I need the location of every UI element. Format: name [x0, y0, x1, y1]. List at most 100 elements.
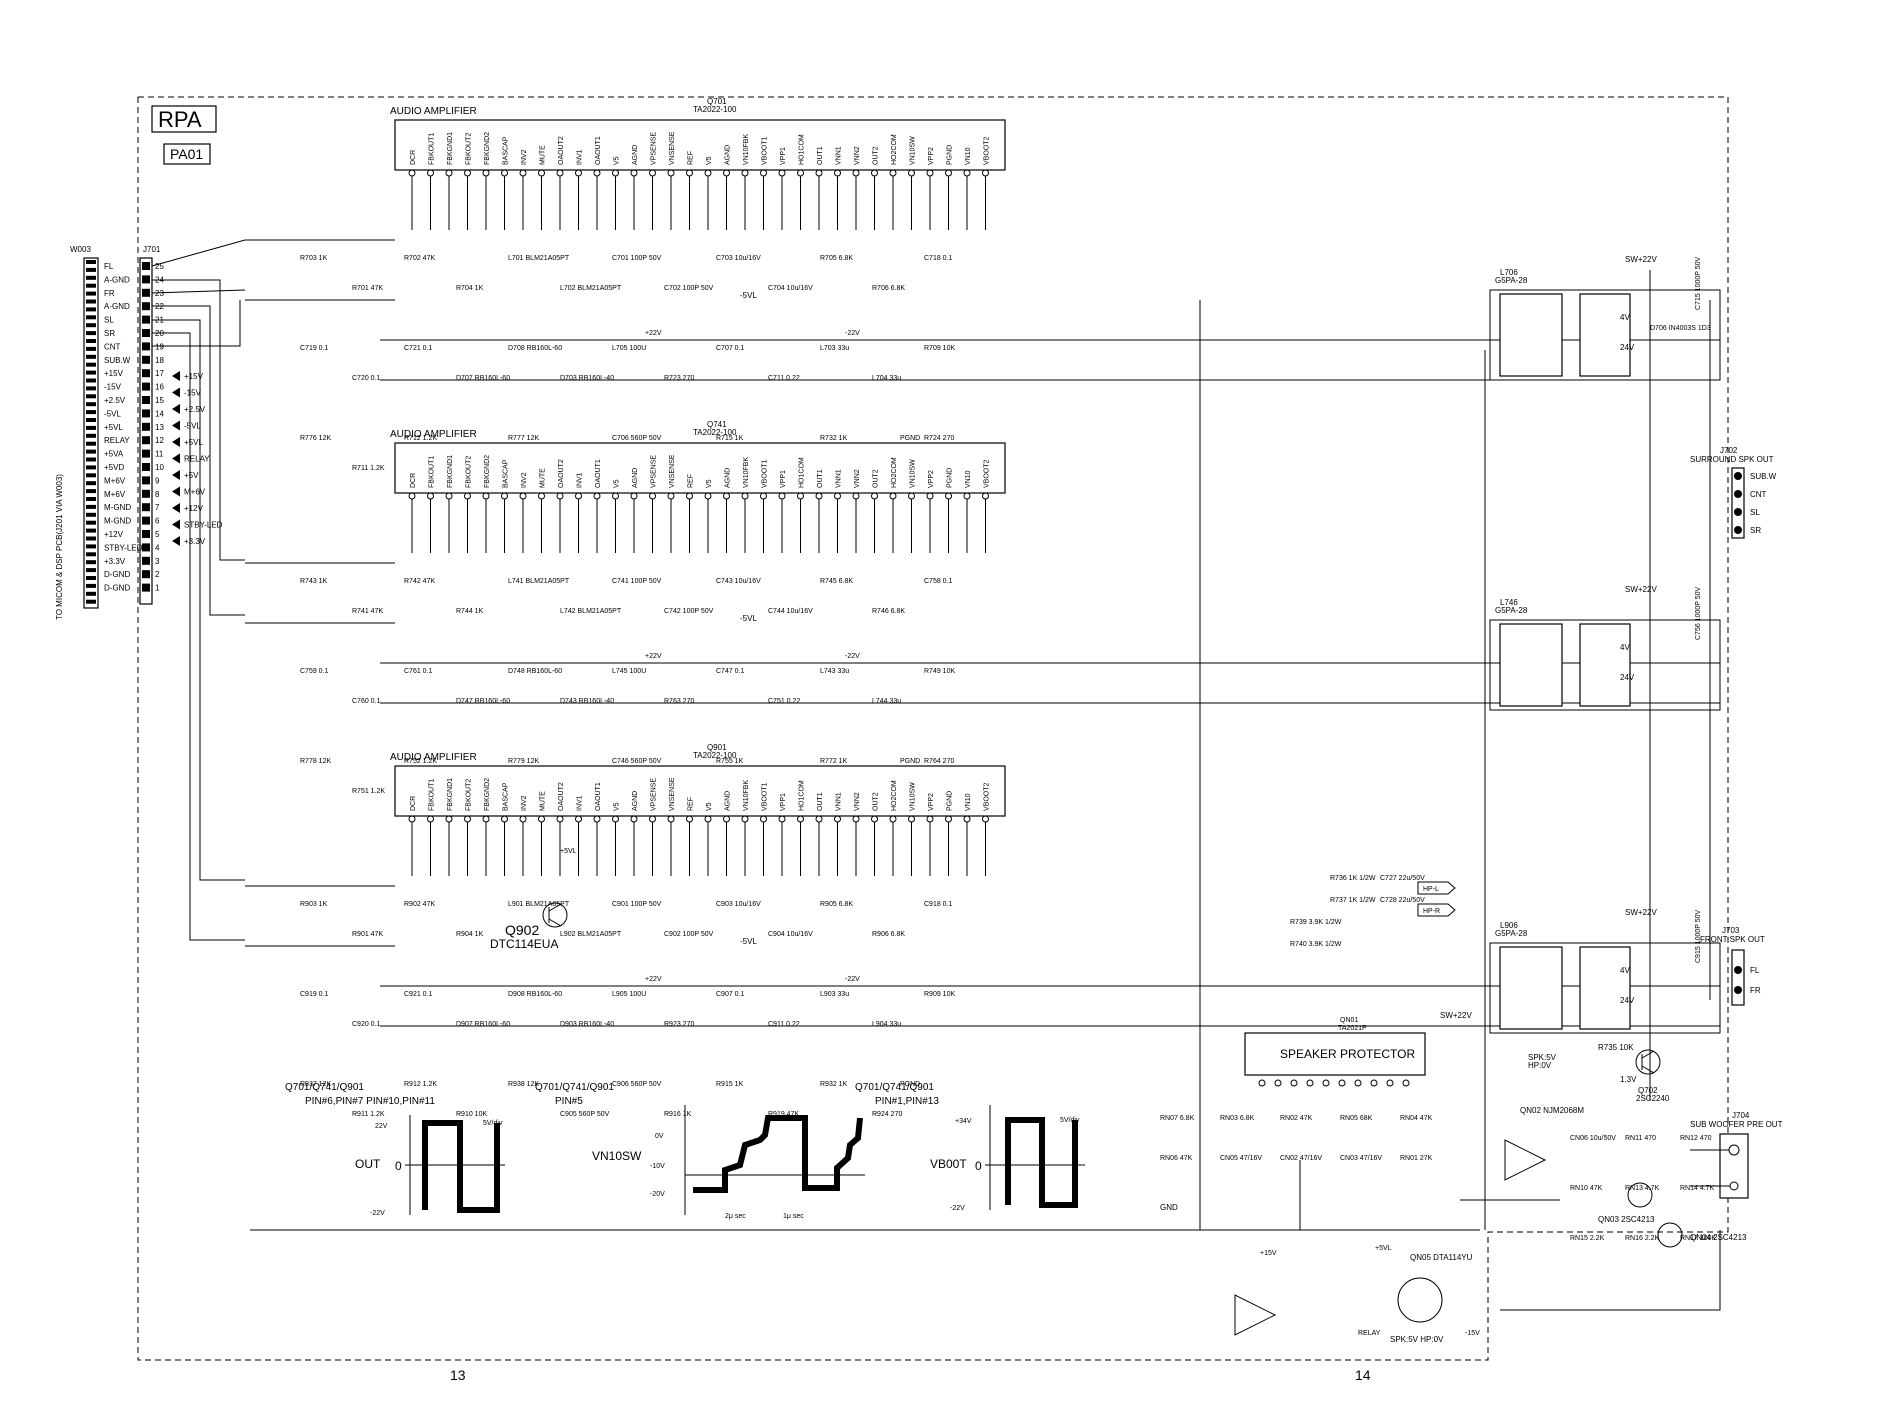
amp-pin-name: V5 [706, 802, 713, 811]
connector-pin [142, 489, 150, 498]
protector-part: RN06 47K [1160, 1155, 1193, 1162]
connector-stripe [86, 394, 96, 399]
amp-pin-name: BASCAP [503, 136, 510, 165]
amp-pin [538, 492, 545, 500]
amp-pin [408, 815, 416, 823]
amp-pin [482, 492, 490, 500]
relay-coil [1579, 293, 1631, 377]
amp-pin [538, 169, 545, 177]
amp-pin [723, 169, 730, 177]
connector-name: W003 [70, 245, 91, 254]
rail-label: -5VL [740, 291, 757, 300]
relay-cap: C715 1000P 50V [1695, 256, 1702, 310]
output-pin [1734, 966, 1742, 974]
part-label: C760 0.1 [352, 698, 381, 705]
connector-stripe [86, 433, 96, 438]
part-label: R706 6.8K [872, 285, 905, 292]
amp-pin-name: OAOUT2 [558, 459, 565, 488]
amp-pin [445, 169, 453, 177]
amp-pin [945, 492, 952, 500]
amp-ref: Q741 [707, 420, 727, 429]
connector-stripe [86, 418, 96, 422]
amp-pin [704, 492, 712, 500]
part-label: R916 1K [664, 1111, 692, 1118]
relay-ref: L906 [1500, 921, 1518, 930]
wave-pins: PIN#5 [555, 1096, 583, 1107]
amp-pin [630, 815, 638, 823]
amp-pin [704, 169, 712, 177]
part-label: L704 33u [872, 375, 901, 382]
amp-pin [667, 169, 675, 177]
amp-pin-name: DCR [410, 473, 417, 488]
page-number-left: 13 [450, 1367, 466, 1383]
part-label: C742 100P 50V [664, 608, 714, 615]
relay-coil [1579, 946, 1631, 1030]
amp-pin-name: MUTE [540, 468, 547, 488]
connector-pin [142, 422, 150, 431]
part-label: R709 10K [924, 345, 955, 352]
amp-pin [575, 815, 582, 823]
part-label: R932 1K [820, 1081, 848, 1088]
amp-pin [464, 815, 471, 823]
amp-pin-name: INV1 [577, 149, 584, 165]
amp-pin [501, 815, 508, 823]
connector-stripe [86, 441, 96, 446]
output-pin [1734, 526, 1742, 534]
part-label: R910 10K [456, 1111, 487, 1118]
amp-part: TA2022-100 [693, 428, 737, 437]
amp-pin-name: OAOUT2 [558, 136, 565, 165]
subwoofer-circuit: QN02 NJM2068M QN03 2SC4213 QN04 2SC4213 … [1234, 1106, 1747, 1344]
rail-label: +22V [645, 976, 662, 983]
amp-pin-name: V5 [614, 802, 621, 811]
connector-pin [142, 315, 150, 324]
amp-pin [908, 169, 915, 177]
part-label: R902 47K [404, 901, 435, 908]
supply-flag-label: +15V [184, 372, 204, 381]
wave-trace [693, 1115, 863, 1193]
wiring [151, 239, 1721, 1311]
amp-pin-name: VPP1 [780, 147, 787, 165]
connector-stripe [86, 449, 96, 454]
sub-part: RN14 4.7K [1680, 1185, 1715, 1192]
rail-label: PGND [900, 435, 920, 442]
connector-pin-name: M-GND [104, 503, 131, 512]
amp-pin [926, 492, 934, 500]
amp-pin [612, 815, 619, 823]
part-label: L742 BLM21A05PT [560, 608, 622, 615]
relay-part: G5PA-28 [1495, 929, 1528, 938]
supply-flag: -15V [172, 387, 202, 398]
supply-flag-label: RELAY [184, 455, 210, 464]
connector-pin-name: +3.3V [104, 557, 126, 566]
part-label: L702 BLM21A05PT [560, 285, 622, 292]
amp-pin [834, 492, 841, 500]
connector-stripe [86, 473, 96, 478]
board-name: RPA [158, 107, 202, 132]
wire [152, 305, 245, 616]
amp-pin [649, 815, 656, 823]
part-label: C718 0.1 [924, 255, 953, 262]
sub-part: RN15 2.2K [1570, 1235, 1605, 1242]
connector-stripe [86, 386, 96, 391]
relay-contacts [1499, 293, 1563, 377]
hp-cap: C727 22u/50V [1380, 875, 1425, 882]
connector-stripe [86, 504, 96, 509]
amp-pin-name: FBKGND2 [484, 455, 491, 488]
connector-pin-number: 11 [155, 450, 164, 459]
amp-pin [519, 492, 527, 500]
connector-stripe [86, 299, 96, 304]
amp-pin-name: VN10FBK [743, 780, 750, 811]
amp-pin-name: MUTE [540, 791, 547, 811]
connector-stripe [86, 339, 96, 343]
connector-pin-name: +15V [104, 369, 124, 378]
part-label: R779 12K [508, 758, 539, 765]
connector-pin-name: +12V [104, 530, 124, 539]
part-label: L701 BLM21A05PT [508, 255, 570, 262]
amp-pin-name: MUTE [540, 145, 547, 165]
wave-bottom: -22V [370, 1210, 385, 1217]
wave-bottom: -20V [650, 1191, 665, 1198]
amp-pin-name: AGND [725, 791, 732, 811]
qn04-label: QN04 2SC4213 [1690, 1233, 1747, 1242]
rail-label: -22V [845, 976, 860, 983]
